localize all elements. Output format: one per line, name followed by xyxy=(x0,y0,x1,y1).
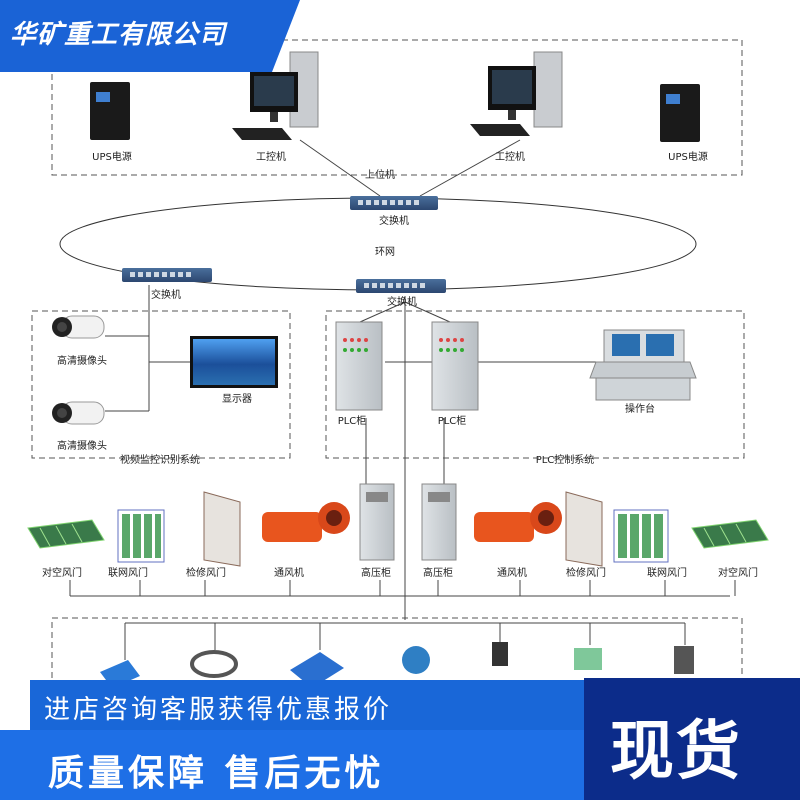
equipment-label: 检修风门 xyxy=(566,566,606,579)
center-switch-label: 交换机 xyxy=(387,295,417,308)
air-door-right-icon xyxy=(691,519,769,549)
pc-right-label: 工控机 xyxy=(495,150,525,163)
equipment-label: 通风机 xyxy=(497,566,527,579)
stock-text: 现货 xyxy=(610,715,742,789)
equipment-label: 联网风门 xyxy=(647,566,687,579)
sensor-icon xyxy=(492,642,508,666)
equipment-label: 对空风门 xyxy=(718,566,758,579)
fan-left-icon xyxy=(262,502,350,542)
equipment-label: 对空风门 xyxy=(42,566,82,579)
sensor-icon xyxy=(574,648,602,670)
sensor-icon xyxy=(674,646,694,674)
ring-label: 环网 xyxy=(375,246,395,258)
air-door-left-icon xyxy=(27,519,105,549)
sensor-icon xyxy=(190,650,238,678)
camera-1-icon xyxy=(52,315,105,339)
maintenance-door-right-icon xyxy=(565,491,603,567)
hv-cabinet-1-icon xyxy=(359,483,395,561)
ups-right-label: UPS电源 xyxy=(668,150,708,163)
plc-2-label: PLC柜 xyxy=(438,414,467,427)
plc-group-box xyxy=(325,310,745,459)
monitor-label: 显示器 xyxy=(222,393,252,405)
top-switch-label: 交换机 xyxy=(379,214,409,227)
network-door-right-icon xyxy=(613,509,669,563)
equipment-label: 联网风门 xyxy=(108,566,148,579)
pc-left-icon xyxy=(232,51,319,140)
camera-2-label: 高清摄像头 xyxy=(57,439,107,452)
top-group-caption: 上位机 xyxy=(365,168,395,181)
top-group-box xyxy=(51,39,743,176)
monitor-icon xyxy=(190,336,278,388)
company-name: 华矿重工有限公司 xyxy=(10,20,227,50)
video-caption: 视频监控识别系统 xyxy=(120,453,200,466)
equipment-label: 通风机 xyxy=(274,566,304,579)
equipment-label: 高压柜 xyxy=(361,566,391,579)
plc-caption: PLC控制系统 xyxy=(536,453,595,466)
fan-right-icon xyxy=(474,502,562,542)
sensor-icons xyxy=(100,642,694,688)
promo-text: 进店咨询客服获得优惠报价 xyxy=(44,695,393,725)
equipment-label: 检修风门 xyxy=(186,566,226,579)
camera-1-label: 高清摄像头 xyxy=(57,354,107,367)
left-switch-label: 交换机 xyxy=(151,288,181,301)
top-switch-icon xyxy=(350,196,438,210)
hv-cabinet-2-icon xyxy=(421,483,457,561)
maintenance-door-left-icon xyxy=(203,491,241,567)
sensor-icon xyxy=(402,646,430,674)
stock-badge: 现货 xyxy=(584,678,800,800)
promo-banner: 进店咨询客服获得优惠报价 xyxy=(30,680,590,730)
equipment-labels: 对空风门 联网风门 检修风门 通风机 高压柜 高压柜 通风机 检修风门 联网风门… xyxy=(42,566,758,579)
left-switch-icon xyxy=(122,268,212,282)
console-icon xyxy=(589,329,697,401)
header-shape xyxy=(0,0,300,72)
connection-lines xyxy=(69,139,736,660)
equipment-label: 高压柜 xyxy=(423,566,453,579)
plc-1-label: PLC柜 xyxy=(338,414,367,427)
ups-right-icon xyxy=(660,84,700,142)
camera-2-icon xyxy=(52,401,105,425)
pc-left-label: 工控机 xyxy=(256,150,286,163)
company-header: 华矿重工有限公司 xyxy=(0,0,300,72)
pc-right-icon xyxy=(470,51,563,136)
slogan-text: 质量保障 售后无忧 xyxy=(48,753,385,794)
ups-left-icon xyxy=(90,82,130,140)
network-door-left-icon xyxy=(117,509,165,563)
plc-cabinet-1-icon xyxy=(335,321,383,411)
console-label: 操作台 xyxy=(625,402,655,415)
plc-cabinet-2-icon xyxy=(431,321,479,411)
video-group-box xyxy=(31,310,291,459)
center-switch-icon xyxy=(356,279,446,293)
ups-left-label: UPS电源 xyxy=(92,150,132,163)
sensor-icon xyxy=(290,652,344,688)
